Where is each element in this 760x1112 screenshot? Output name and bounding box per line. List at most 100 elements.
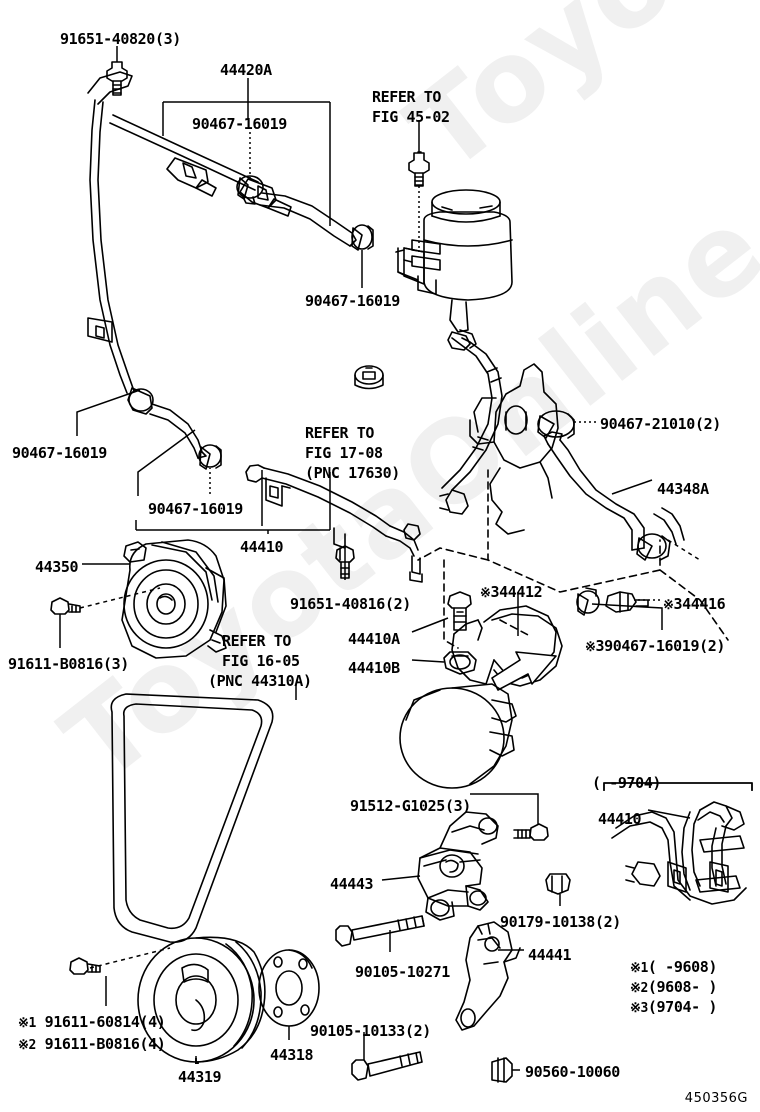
part-label-44410b: 44410B bbox=[348, 659, 400, 679]
date-code-mark: ※1 bbox=[18, 1016, 36, 1031]
part-label-91512-g1025: 91512-G1025(3) bbox=[350, 797, 471, 817]
refer-to-fig-16-05-line1: REFER TO bbox=[222, 632, 291, 652]
part-label-44410-main: 44410 bbox=[240, 538, 284, 558]
part-label-44441: 44441 bbox=[528, 946, 572, 966]
bolt-91651-40820 bbox=[106, 61, 128, 96]
legend-mark: ※3 bbox=[630, 1000, 648, 1016]
legend-mark: ※1 bbox=[630, 961, 648, 976]
part-label-390467-16019: ※390467-16019(2) bbox=[585, 637, 725, 657]
part-label-44319: 44319 bbox=[178, 1068, 222, 1088]
refer-to-fig-16-05-line3: (PNC 44310A) bbox=[208, 672, 312, 692]
part-label-44318: 44318 bbox=[270, 1046, 314, 1066]
label-text: FIG 45-02 bbox=[372, 108, 450, 126]
label-text: REFER TO bbox=[372, 88, 442, 106]
label-text: 91512-G1025(3) bbox=[350, 797, 471, 815]
label-text: FIG 16-05 bbox=[222, 652, 300, 670]
refer-to-fig-45-02-line2: FIG 45-02 bbox=[372, 108, 450, 128]
label-text: 44348A bbox=[657, 480, 709, 498]
label-text: 90105-10271 bbox=[355, 963, 450, 981]
part-label-90105-10271: 90105-10271 bbox=[355, 963, 450, 983]
part-44410a-bolt bbox=[447, 591, 472, 631]
bolt-91611-b0816-3 bbox=[50, 597, 81, 615]
label-text: 91611-60814(4) bbox=[44, 1013, 166, 1031]
part-label-90467-16019-mid: 90467-16019 bbox=[148, 500, 243, 520]
legend-range: (9608- ) bbox=[647, 977, 717, 996]
part-label-90467-16019-upper-mid: 90467-16019 bbox=[305, 292, 400, 312]
label-text: 44350 bbox=[35, 558, 79, 576]
label-text: 44443 bbox=[330, 875, 374, 893]
label-text: 90467-16019 bbox=[305, 292, 400, 310]
label-text: 44319 bbox=[178, 1068, 222, 1086]
label-text: 344412 bbox=[490, 583, 543, 601]
part-label-344416: ※344416 bbox=[663, 595, 726, 615]
date-code-legend: ※1( -9608)※2(9608- )※3(9704- ) bbox=[630, 958, 717, 1018]
drive-belt bbox=[110, 693, 274, 944]
part-label-90467-16019-top: 90467-16019 bbox=[192, 115, 287, 135]
part-44412-hose bbox=[451, 605, 563, 691]
part-label-91611-60814: ※1 91611-60814(4) bbox=[18, 1013, 166, 1033]
part-label-91611-b0816-4: ※2 91611-B0816(4) bbox=[18, 1035, 166, 1055]
part-44410b-washer bbox=[443, 651, 477, 675]
part-label-91651-40816: 91651-40816(2) bbox=[290, 595, 411, 615]
inset-44410-hoses bbox=[603, 782, 753, 905]
label-text: 90467-16019 bbox=[192, 115, 287, 133]
label-text: 44420A bbox=[220, 61, 272, 79]
part-44443-bracket bbox=[417, 811, 499, 921]
part-label-44443: 44443 bbox=[330, 875, 374, 895]
bolt-90105-10271 bbox=[335, 915, 425, 947]
right-small-hose bbox=[653, 507, 685, 545]
pump-body-lower bbox=[399, 683, 517, 789]
reservoir-tank bbox=[395, 189, 513, 333]
label-text: 44318 bbox=[270, 1046, 314, 1064]
part-label-91651-40820: 91651-40820(3) bbox=[60, 30, 181, 50]
inset-bracket bbox=[603, 782, 753, 791]
label-text: 44410B bbox=[348, 659, 400, 677]
label-text: (PNC 17630) bbox=[305, 464, 400, 482]
clamp-90467-16019-top bbox=[236, 175, 264, 205]
part-label-344412: ※344412 bbox=[480, 583, 543, 603]
date-range-pre-9704: ( -9704) bbox=[592, 774, 661, 794]
part-label-90560-10060: 90560-10060 bbox=[525, 1063, 620, 1083]
label-text: 44410A bbox=[348, 630, 400, 648]
sensor-pnc-17630 bbox=[354, 365, 384, 390]
bolt-91512-g1025 bbox=[513, 823, 549, 841]
label-text: 90179-10138(2) bbox=[500, 913, 621, 931]
part-label-90467-16019-left: 90467-16019 bbox=[12, 444, 107, 464]
leader-lines bbox=[59, 46, 701, 1071]
part-44441-bracket bbox=[455, 921, 521, 1031]
label-text: 90560-10060 bbox=[525, 1063, 620, 1081]
grommet-90560-10060 bbox=[491, 1057, 513, 1083]
label-text: 90105-10133(2) bbox=[310, 1022, 431, 1040]
nut-90179-10138 bbox=[545, 873, 571, 895]
bolt-90105-10133 bbox=[351, 1051, 423, 1081]
legend-range: ( -9608) bbox=[647, 958, 717, 976]
label-text: FIG 17-08 bbox=[305, 444, 383, 462]
part-label-44348a: 44348A bbox=[657, 480, 709, 500]
label-text: 390467-16019(2) bbox=[595, 637, 726, 655]
part-label-91611-b0816-3: 91611-B0816(3) bbox=[8, 655, 129, 675]
label-text: 91611-B0816(3) bbox=[8, 655, 129, 673]
legend-mark: ※2 bbox=[630, 980, 648, 996]
label-text: 90467-16019 bbox=[12, 444, 107, 462]
ghost-engine-outline bbox=[417, 469, 729, 649]
label-text: 44410 bbox=[598, 810, 642, 828]
part-44348a-hose bbox=[543, 431, 645, 551]
label-text: REFER TO bbox=[222, 632, 292, 650]
label-text: 91611-B0816(4) bbox=[44, 1035, 166, 1053]
refer-to-fig-17-08-line1: REFER TO bbox=[305, 424, 374, 444]
refer-to-fig-17-08-line3: (PNC 17630) bbox=[305, 464, 400, 484]
left-hose-assembly bbox=[127, 387, 222, 470]
part-label-90467-21010: 90467-21010(2) bbox=[600, 415, 721, 435]
label-text: 91651-40820(3) bbox=[60, 30, 181, 48]
part-label-44350: 44350 bbox=[35, 558, 79, 578]
label-text: ( -9704) bbox=[592, 774, 662, 792]
part-label-90179-10138: 90179-10138(2) bbox=[500, 913, 621, 933]
label-text: 90467-21010(2) bbox=[600, 415, 721, 433]
refer-to-fig-17-08-line2: FIG 17-08 bbox=[305, 444, 383, 464]
refer-to-fig-16-05-line2: FIG 16-05 bbox=[222, 652, 300, 672]
legend-row: ※2(9608- ) bbox=[630, 978, 717, 998]
label-text: 44410 bbox=[240, 538, 284, 556]
